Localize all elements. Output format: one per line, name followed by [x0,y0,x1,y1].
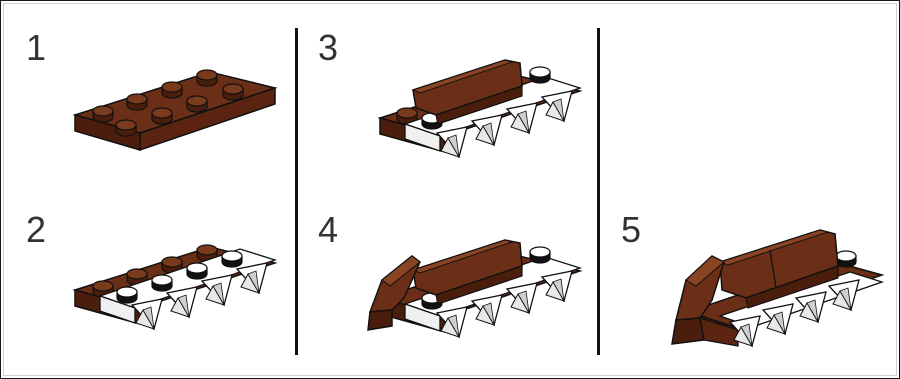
step-5-assembly [672,230,882,346]
step-1-plate [75,70,275,150]
step-3-assembly [380,60,580,157]
step-4-assembly [368,240,580,337]
step-2-assembly [75,245,275,329]
